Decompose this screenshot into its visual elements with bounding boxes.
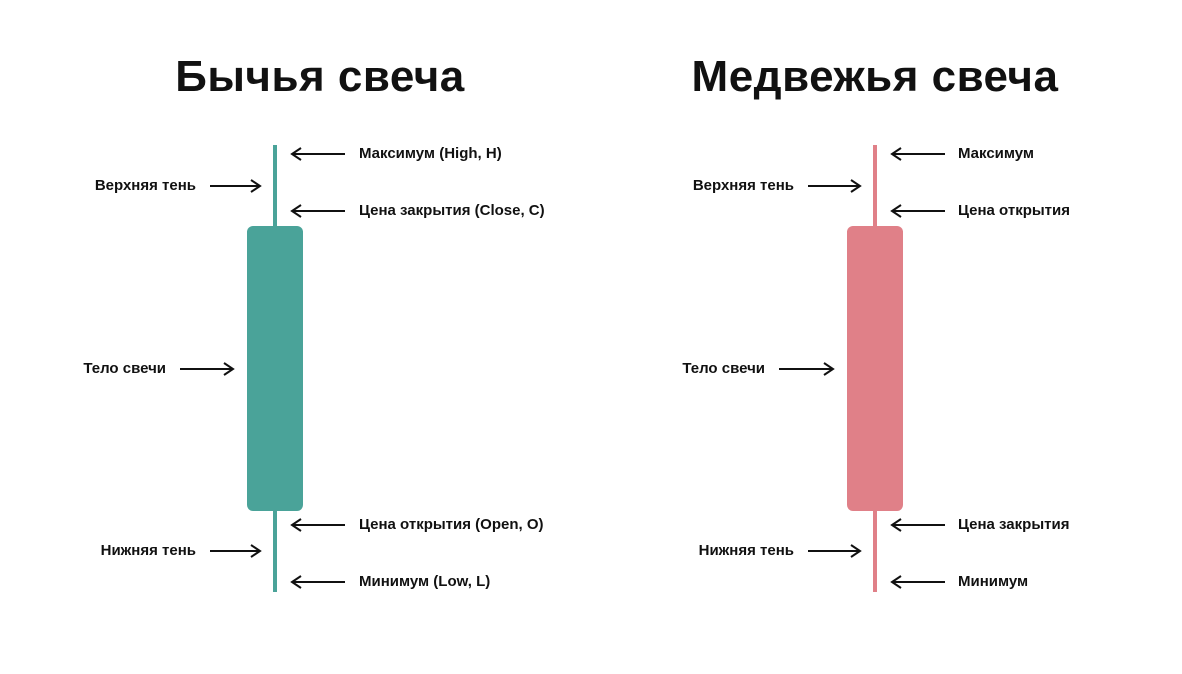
bullish-lower-shadow-label: Нижняя тень [100, 542, 196, 559]
bearish-candle-title: Медвежья свеча [691, 52, 1059, 101]
bullish-body-label: Тело свечи [83, 360, 166, 377]
bearish-body [847, 226, 903, 511]
bullish-high-label: Максимум (High, H) [359, 145, 502, 162]
bearish-lower-shadow-label: Нижняя тень [698, 542, 794, 559]
bullish-low-label: Минимум (Low, L) [359, 573, 491, 590]
bullish-candle-title: Бычья свеча [175, 52, 465, 101]
bullish-body [247, 226, 303, 511]
bearish-upper-shadow-label: Верхняя тень [692, 177, 794, 194]
bullish-upper-shadow-label: Верхняя тень [94, 177, 196, 194]
bearish-high-label: Максимум [958, 145, 1035, 162]
bearish-body-label: Тело свечи [682, 360, 765, 377]
bearish-open-label: Цена открытия [958, 202, 1070, 219]
bullish-close-label: Цена закрытия (Close, C) [359, 202, 545, 219]
bearish-low-label: Минимум [958, 573, 1029, 590]
bearish-close-label: Цена закрытия [958, 516, 1070, 533]
bullish-open-label: Цена открытия (Open, O) [359, 516, 544, 533]
